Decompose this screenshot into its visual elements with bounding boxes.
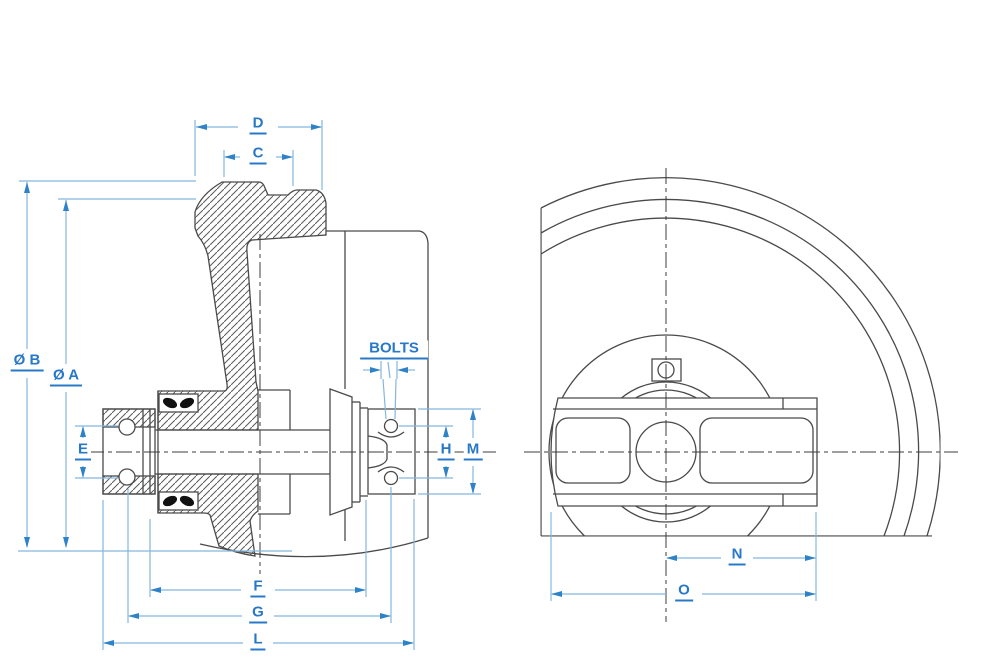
dimension-arrows bbox=[24, 124, 816, 646]
bracket-slot-right bbox=[699, 417, 814, 484]
seal-upper bbox=[158, 393, 199, 413]
dim-label-bolts: BOLTS bbox=[360, 340, 428, 360]
dim-dia-b bbox=[18, 180, 292, 552]
side-view bbox=[540, 177, 941, 537]
dim-g bbox=[127, 487, 392, 623]
center-lines bbox=[88, 168, 958, 622]
dim-label-e: E bbox=[74, 441, 92, 461]
dim-label-o: O bbox=[675, 582, 693, 602]
bolt-hole bbox=[383, 470, 399, 486]
seal-lower bbox=[158, 491, 199, 511]
dim-label-c: C bbox=[249, 145, 267, 165]
dim-f bbox=[149, 500, 367, 597]
idler-wheel-outline bbox=[540, 177, 941, 537]
dim-label-f: F bbox=[250, 578, 266, 598]
dim-label-h: H bbox=[437, 441, 455, 461]
dim-l bbox=[102, 499, 415, 650]
dim-label-d: D bbox=[249, 115, 267, 135]
bracket-slot-left bbox=[555, 417, 631, 484]
collar-bolt-hole bbox=[118, 418, 136, 436]
dim-label-dia-b: Ø B bbox=[10, 352, 44, 372]
dimension-graphics bbox=[18, 120, 817, 650]
dim-label-l: L bbox=[250, 631, 266, 651]
dim-label-m: M bbox=[463, 441, 483, 461]
collar-bolt-hole bbox=[118, 468, 136, 486]
dim-label-n: N bbox=[728, 546, 746, 566]
dim-label-dia-a: Ø A bbox=[49, 367, 83, 387]
wheel-rim-section bbox=[157, 181, 327, 431]
dim-label-g: G bbox=[249, 604, 267, 624]
hub-lower-section bbox=[157, 473, 259, 557]
cross-section-view bbox=[102, 181, 429, 558]
dim-dia-a bbox=[58, 198, 196, 547]
dim-o bbox=[550, 512, 815, 601]
bolt-hole bbox=[383, 418, 399, 434]
